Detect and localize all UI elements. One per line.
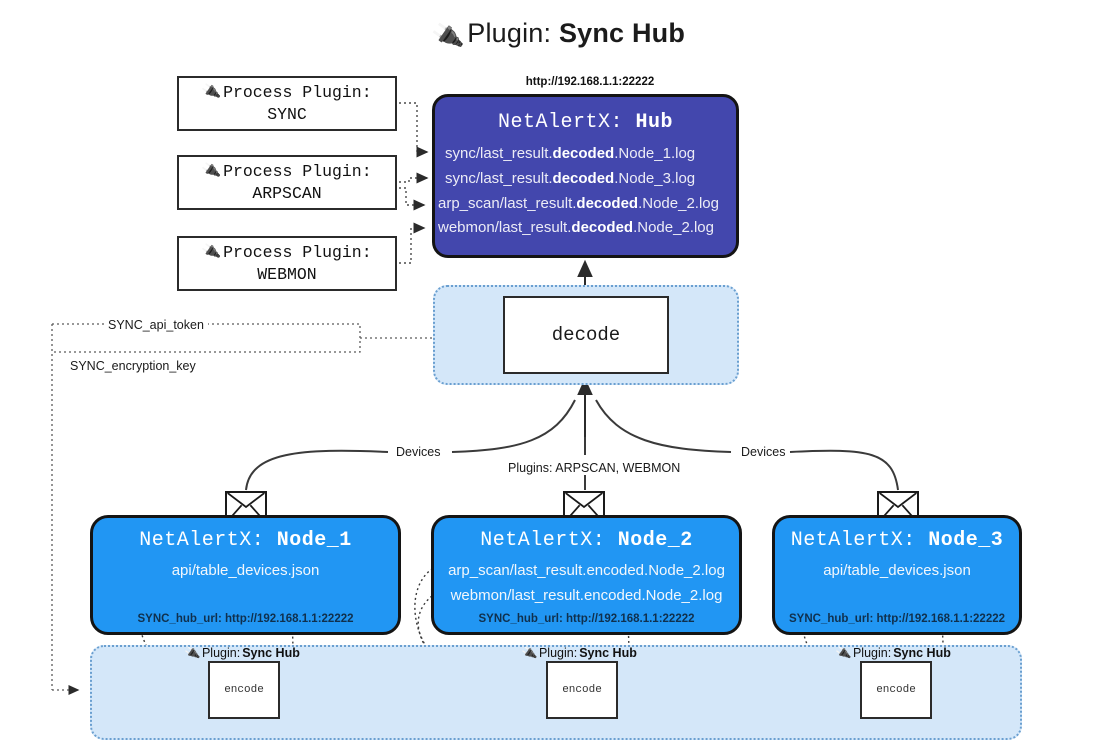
plug-icon: 🔌 xyxy=(201,161,223,182)
node-1-footer: SYNC_hub_url: http://192.168.1.1:22222 xyxy=(137,613,354,625)
page-title-lead: Plugin: xyxy=(467,18,559,48)
process-plugin-sync-line1: 🔌 Process Plugin: xyxy=(201,82,372,103)
node-3[interactable]: NetAlertX: Node_3 api/table_devices.json… xyxy=(772,515,1022,635)
hub-title: NetAlertX: Hub xyxy=(435,111,736,134)
node-2-line: arp_scan/last_result.encoded.Node_2.log xyxy=(448,562,725,579)
process-plugin-sync-name: SYNC xyxy=(267,104,307,124)
process-plugin-webmon[interactable]: 🔌 Process Plugin: WEBMON xyxy=(177,236,397,291)
process-plugin-arpscan-name: ARPSCAN xyxy=(252,183,322,203)
node-1-title: NetAlertX: Node_1 xyxy=(139,529,352,552)
process-plugin-arpscan-label: Process Plugin: xyxy=(223,162,372,182)
process-plugin-arpscan[interactable]: 🔌 Process Plugin: ARPSCAN xyxy=(177,155,397,210)
node-1[interactable]: NetAlertX: Node_1 api/table_devices.json… xyxy=(90,515,401,635)
process-plugin-sync-label: Process Plugin: xyxy=(223,83,372,103)
encoder-2-plugin-label: 🔌Plugin: Sync Hub xyxy=(520,644,637,662)
node-2[interactable]: NetAlertX: Node_2 arp_scan/last_result.e… xyxy=(431,515,742,635)
page-title-name: Sync Hub xyxy=(558,18,686,48)
node-3-title: NetAlertX: Node_3 xyxy=(790,529,1004,552)
node-2-title: NetAlertX: Node_2 xyxy=(480,529,693,552)
node-1-line: api/table_devices.json xyxy=(171,562,320,579)
plug-icon: 🔌 xyxy=(520,644,539,662)
hub-title-prefix: NetAlertX: xyxy=(497,111,636,134)
page-title: 🔌Plugin: Sync Hub xyxy=(0,18,1117,52)
encoder-3-plugin-label: 🔌Plugin: Sync Hub xyxy=(834,644,951,662)
hub-node[interactable]: NetAlertX: Hub sync/last_result.decoded.… xyxy=(432,94,739,258)
hub-title-name: Hub xyxy=(635,111,674,134)
edge-label-devices-right: Devices xyxy=(737,445,790,459)
node-3-line: api/table_devices.json xyxy=(823,562,971,579)
process-plugin-arpscan-line1: 🔌 Process Plugin: xyxy=(201,161,372,182)
hub-url-label: http://192.168.1.1:22222 xyxy=(525,76,655,88)
process-plugin-webmon-name: WEBMON xyxy=(257,264,317,284)
plug-icon: 🔌 xyxy=(183,644,202,662)
node-2-footer: SYNC_hub_url: http://192.168.1.1:22222 xyxy=(478,613,695,625)
node-1-lines: api/table_devices.json xyxy=(93,560,398,583)
hub-row: arp_scan/last_result.decoded.Node_2.log xyxy=(438,194,719,212)
decode-box[interactable]: decode xyxy=(503,296,669,374)
node-2-line: webmon/last_result.encoded.Node_2.log xyxy=(450,586,723,604)
node-3-lines: api/table_devices.json xyxy=(775,560,1019,583)
encoder-3-box[interactable]: encode xyxy=(860,661,932,719)
node-2-lines: arp_scan/last_result.encoded.Node_2.log … xyxy=(434,560,739,607)
encoder-1-plugin-label: 🔌Plugin: Sync Hub xyxy=(183,644,300,662)
node-3-footer: SYNC_hub_url: http://192.168.1.1:22222 xyxy=(788,613,1006,625)
hub-row: sync/last_result.decoded.Node_3.log xyxy=(445,169,696,187)
hub-row-list: sync/last_result.decoded.Node_1.log sync… xyxy=(435,143,736,239)
plug-icon: 🔌 xyxy=(834,644,853,662)
edge-label-api-token: SYNC_api_token xyxy=(104,318,208,332)
process-plugin-webmon-line1: 🔌 Process Plugin: xyxy=(201,242,372,263)
process-plugin-webmon-label: Process Plugin: xyxy=(223,243,372,263)
plug-icon: 🔌 xyxy=(430,19,466,53)
hub-row: webmon/last_result.decoded.Node_2.log xyxy=(438,219,714,237)
hub-row: sync/last_result.decoded.Node_1.log xyxy=(445,145,696,162)
edge-label-plugins: Plugins: ARPSCAN, WEBMON xyxy=(504,461,685,475)
edge-label-encryption-key: SYNC_encryption_key xyxy=(66,359,200,373)
process-plugin-sync[interactable]: 🔌 Process Plugin: SYNC xyxy=(177,76,397,131)
plug-icon: 🔌 xyxy=(201,242,223,263)
encoder-2-box[interactable]: encode xyxy=(546,661,618,719)
plug-icon: 🔌 xyxy=(201,82,223,103)
encoder-1-box[interactable]: encode xyxy=(208,661,280,719)
edge-label-devices-left: Devices xyxy=(392,445,445,459)
